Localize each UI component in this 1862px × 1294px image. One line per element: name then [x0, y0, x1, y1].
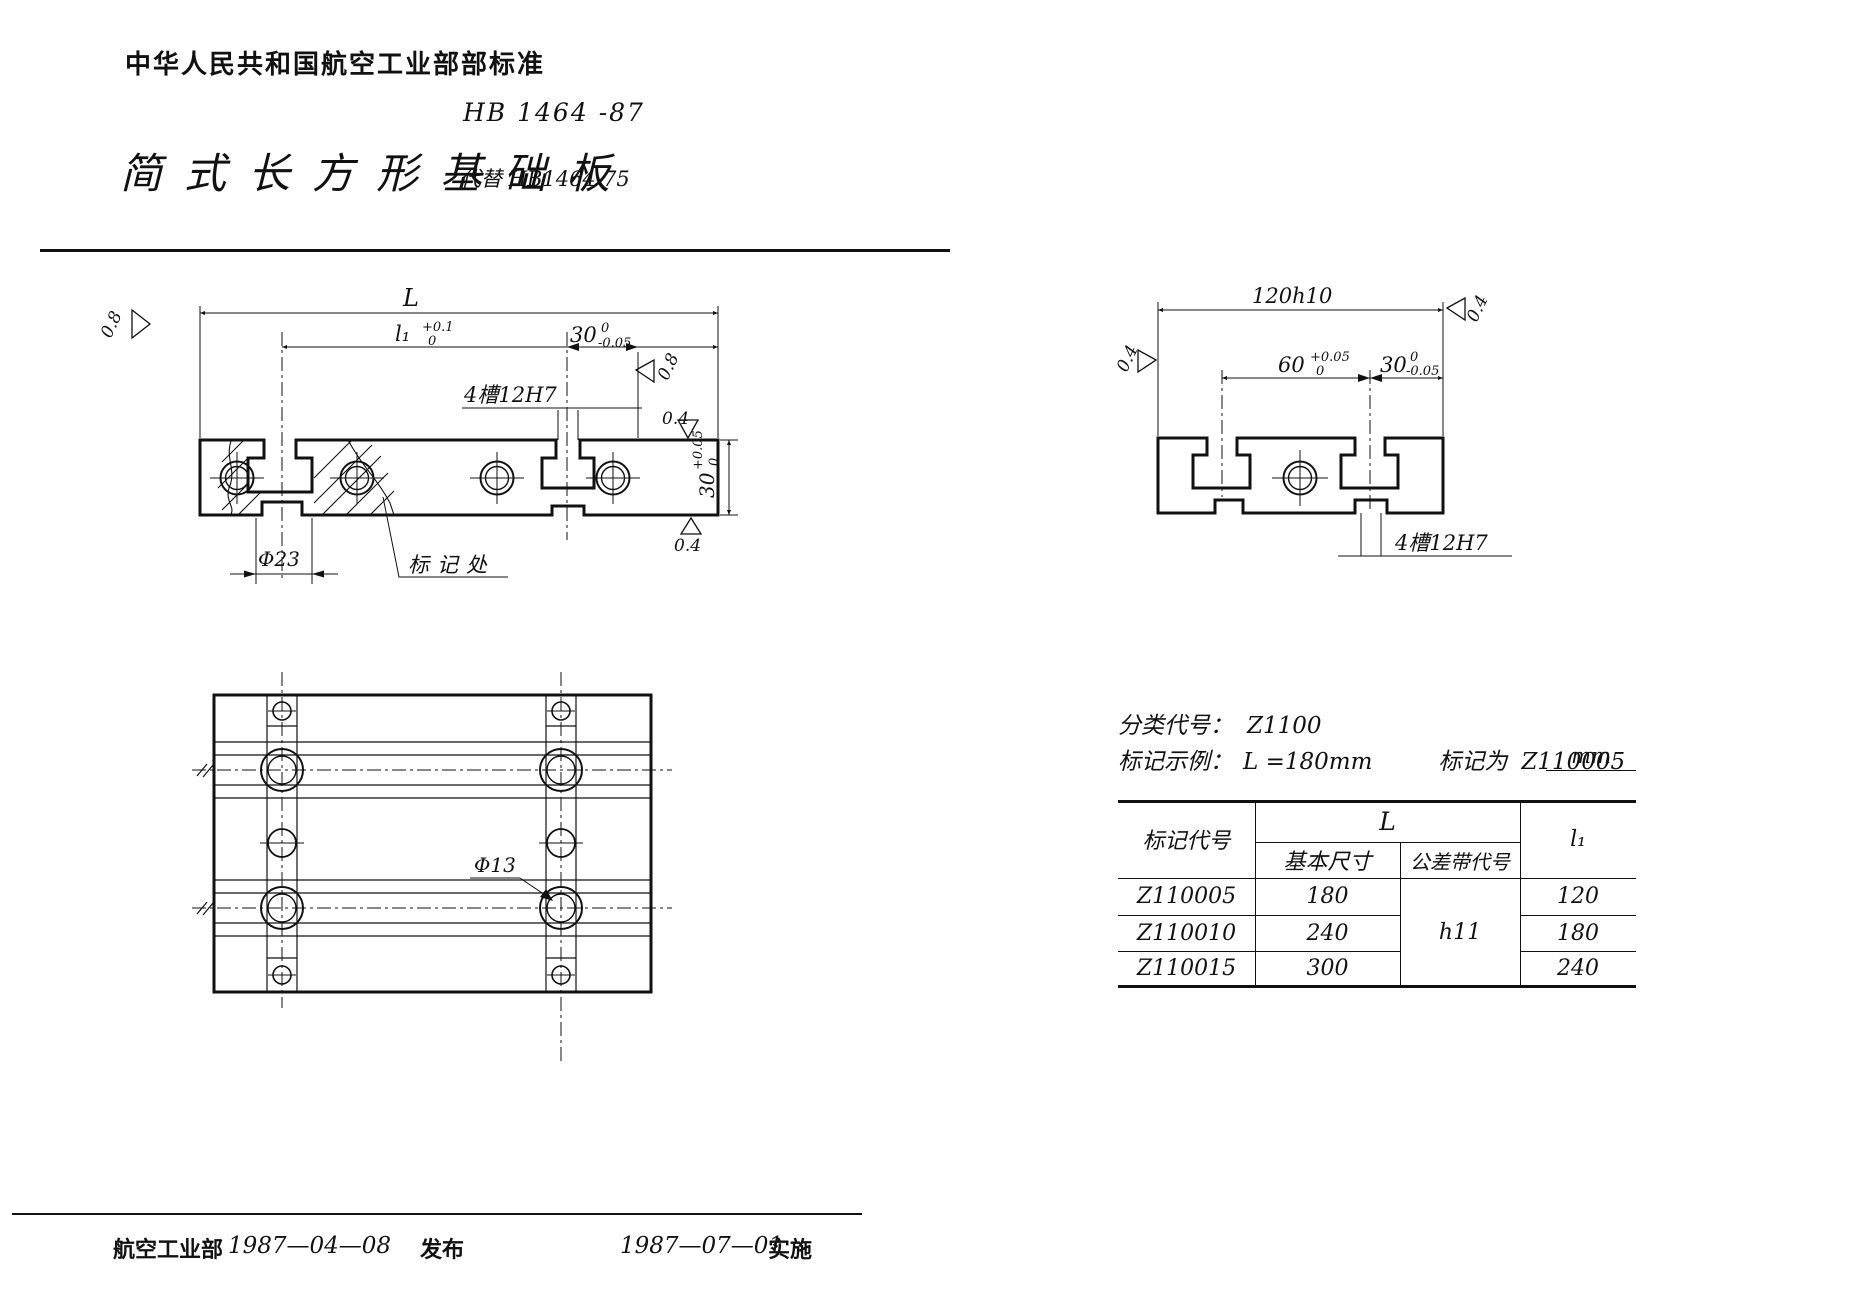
class-label: 分类代号： [1118, 713, 1233, 739]
table-border-bottom [1118, 985, 1636, 988]
table-unit: mm [1546, 744, 1636, 771]
roughness-symbol-end-right [1445, 296, 1466, 322]
end-slot-label: 4槽12H7 [1394, 531, 1488, 555]
end-extension-lines [1157, 302, 1512, 557]
dim-30r-label: 30 [570, 323, 597, 347]
hatching-right [313, 439, 395, 516]
table-row-l1: 240 [1557, 955, 1599, 981]
dim-30-label: 30 [1380, 353, 1407, 377]
roughness-end-right-value: 0.4 [1463, 292, 1493, 325]
table-border-top [1118, 800, 1636, 803]
table-row-basic: 240 [1306, 920, 1349, 946]
table-header-code: 标记代号 [1142, 829, 1231, 854]
end-view [1137, 296, 1512, 557]
footer-issue-label: 发布 [420, 1237, 465, 1262]
footer-issue-date: 1987—04—08 [228, 1233, 392, 1259]
front-view-labels: L l₁ +0.1 0 30 0 -0.05 4槽12H7 0.8 0.8 0.… [97, 284, 722, 577]
roughness-top-right-value: 0.4 [662, 409, 689, 429]
table-row-l1: 120 [1557, 884, 1599, 909]
dim-30-lower-tol: -0.05 [1406, 364, 1439, 379]
dim-30v-group: 30 +0.05 0 [691, 430, 722, 498]
table-row-l1: 180 [1557, 920, 1599, 946]
dim-60-upper-tol: +0.05 [1310, 350, 1350, 365]
footer-org: 航空工业部 [113, 1237, 224, 1262]
front-dimension-lines [200, 311, 738, 578]
front-extension-lines [199, 306, 719, 584]
roughness-symbol-end-left [1137, 348, 1158, 374]
table-header-L: L [1379, 806, 1396, 836]
header-rule [40, 249, 950, 252]
roughness-symbol-left [131, 308, 152, 340]
table-header-tol: 公差带代号 [1410, 849, 1510, 874]
table-row-basic: 180 [1306, 884, 1349, 909]
table-row-code: Z110015 [1136, 955, 1237, 981]
footer-rule [12, 1213, 862, 1215]
roughness-symbol-right [634, 358, 655, 384]
roughness-symbol-top-right [676, 419, 700, 440]
plan-datum-ticks [196, 763, 214, 916]
document-title: 简式长方形基础板 [120, 149, 633, 198]
class-code: Z1100 [1247, 713, 1322, 739]
plan-leader [470, 877, 549, 898]
end-dimension-lines [1158, 308, 1443, 380]
dim-30r-lower-tol: -0.05 [598, 336, 631, 351]
dim-l1-lower-tol: 0 [428, 334, 436, 349]
end-hole [1272, 450, 1328, 506]
dim-30v-label: 30 [695, 472, 719, 498]
dim-30v-upper-tol: +0.05 [691, 430, 706, 470]
plan-through-holes [260, 828, 583, 858]
dim-L-label: L [402, 284, 419, 312]
roughness-left-value: 0.8 [97, 308, 127, 341]
dimension-table: 标记代号 L l₁ 基本尺寸 公差带代号 h11 Z110005 180 120… [1118, 800, 1636, 990]
table-row-code: Z110005 [1136, 884, 1237, 909]
front-hole-centerlines [210, 452, 640, 504]
dim-d23-label: Φ23 [258, 547, 300, 571]
roughness-bottom-right-value: 0.4 [674, 536, 701, 556]
table-row-code: Z110010 [1136, 920, 1237, 946]
dim-30v-lower-tol: 0 [707, 458, 722, 466]
roughness-symbol-bottom-right [679, 516, 703, 535]
table-row-basic: 300 [1306, 955, 1349, 981]
front-view [131, 306, 738, 584]
footer-impl-label: 实施 [768, 1237, 813, 1262]
dim-30-upper-tol: 0 [1410, 350, 1418, 365]
example-label: 标记示例： [1118, 749, 1233, 775]
table-header-l1: l₁ [1570, 826, 1586, 852]
classification-line: 分类代号： Z1100 [1118, 706, 1322, 740]
mark-as-label: 标记为 [1438, 749, 1508, 775]
dim-30r-upper-tol: 0 [601, 321, 609, 336]
plan-leader-arrow [540, 889, 553, 901]
end-mid-arrows [1358, 374, 1382, 382]
table-header-basic: 基本尺寸 [1283, 850, 1372, 875]
dim-d13-label: Φ13 [474, 853, 516, 877]
dim-l1-upper-tol: +0.1 [422, 320, 454, 335]
dim-l1-label: l₁ [395, 322, 410, 346]
hatching-left [217, 439, 261, 516]
plan-centerlines [192, 672, 672, 1062]
replaces-note: 代替 HB1464-75 [460, 167, 630, 191]
example-value: L =180mm [1243, 749, 1373, 775]
plan-end-holes [268, 701, 575, 985]
header-title: 中华人民共和国航空工业部部标准 [125, 49, 546, 79]
front-mid-arrows [244, 343, 638, 578]
marking-place-label: 标记处 [408, 553, 495, 577]
roughness-right-value: 0.8 [654, 350, 684, 383]
dim-60-label: 60 [1278, 353, 1305, 377]
footer-impl-date: 1987—07—01 [620, 1233, 784, 1259]
dim-120-label: 120h10 [1252, 284, 1332, 308]
plan-counterbored-holes [260, 748, 583, 930]
dim-60-lower-tol: 0 [1316, 364, 1324, 379]
table-cell-tol-value: h11 [1438, 920, 1482, 945]
front-slot-label: 4槽12H7 [463, 383, 557, 407]
standard-number: HB 1464 -87 [463, 98, 645, 127]
plan-view [192, 672, 672, 1062]
